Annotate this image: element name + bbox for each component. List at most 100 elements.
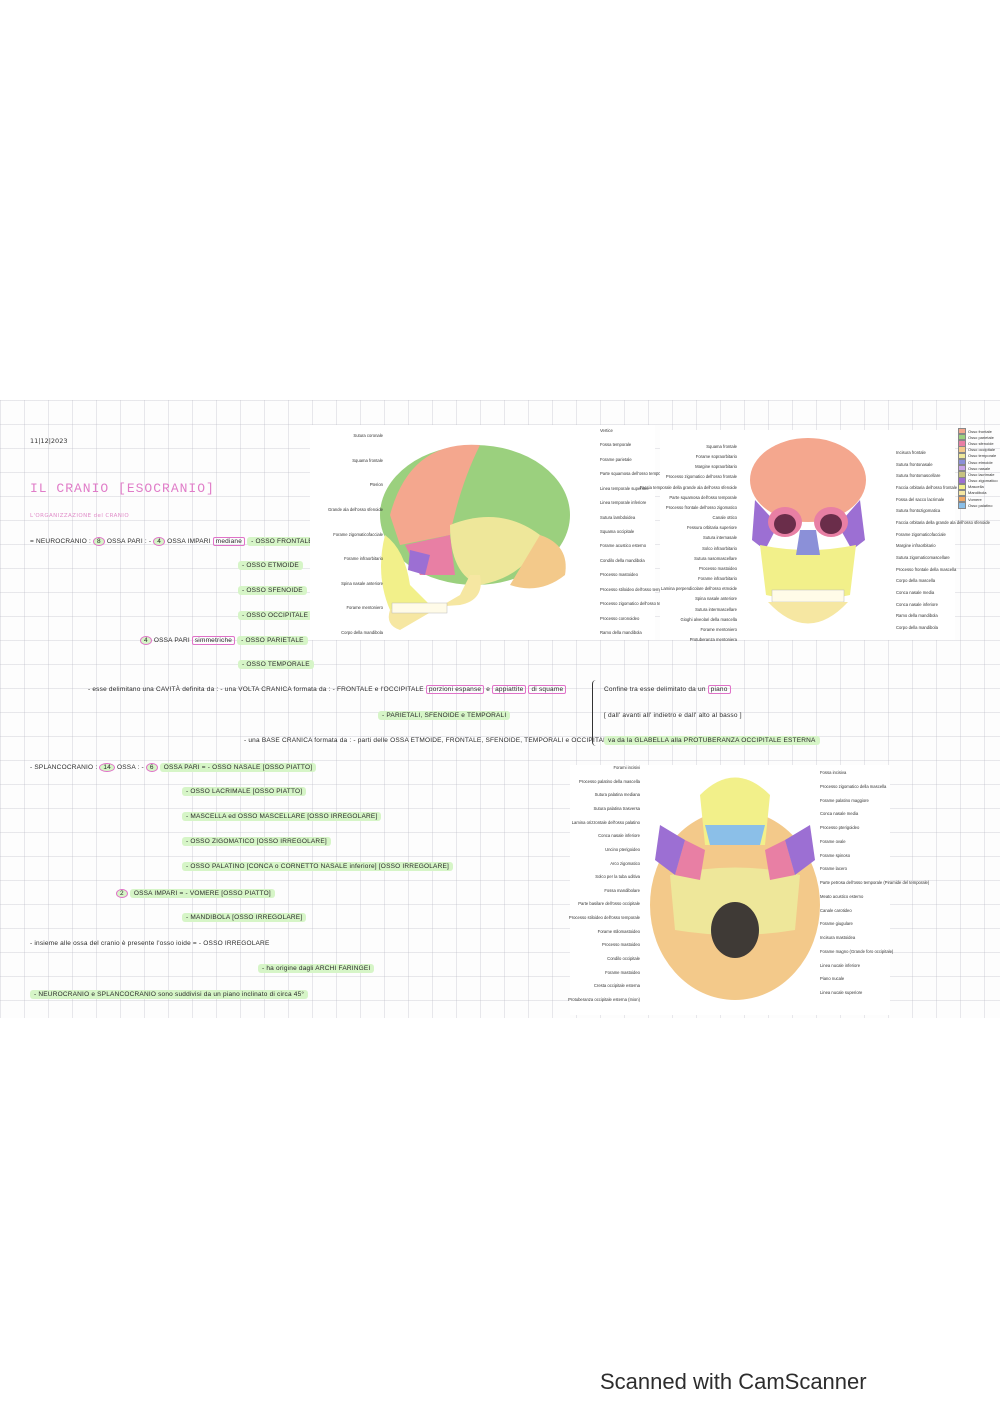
esse-text: - esse delimitano una CAVITÀ definita da… [88, 686, 424, 693]
figure-label: Protuberanza mentoniera [689, 637, 737, 642]
temporale: - OSSO TEMPORALE [238, 660, 314, 669]
sfenoide: - OSSO SFENOIDE [238, 586, 307, 595]
figure-label: Lamina perpendicolare dell'osso etmoide [661, 586, 737, 592]
figure-label: Processo frontale della mascella [896, 566, 957, 572]
parietali-line: - PARIETALI, SFENOIDE e TEMPORALI [378, 711, 511, 720]
legend-item: Mascella [958, 483, 998, 490]
legend-item: Vomere [958, 495, 998, 503]
neuro-prefix: = NEUROCRANIO : [30, 538, 91, 545]
figure-label: Forame giugulare [820, 921, 853, 927]
legend-swatch [958, 495, 966, 503]
figure-label: Condilo occipitale [607, 956, 640, 962]
impari-count: 4 [153, 537, 166, 546]
splanco-pari-count: 6 [145, 763, 158, 772]
figure-label: Forame mentoniero [346, 605, 383, 611]
figure-label: Fossa del sacco lacrimale [896, 496, 945, 502]
figure-label: Meato acustico esterno [820, 893, 864, 899]
brace [592, 680, 601, 746]
figure-label: Processo palatino della mascella [579, 778, 640, 784]
figure-label: Sutura internasale [703, 535, 737, 541]
figure-label: Piano nucale [820, 976, 845, 982]
porzioni: porzioni espanse [425, 685, 485, 694]
figure-label: Solco infraorbitario [702, 545, 737, 551]
legend-item: Osso zigomatico [958, 477, 998, 484]
figure-label: Sutura frontomascellare [896, 473, 941, 479]
figure-label: Fossa temporale [600, 442, 632, 448]
lateral-skull-image [380, 444, 570, 630]
etmoide: - OSSO ETMOIDE [238, 561, 303, 570]
figure-label: Sutura zigomaticomascellare [896, 555, 950, 560]
mediane: mediane [212, 537, 246, 546]
inferior-skull-image [650, 777, 820, 1000]
figure-label: Sutura palatina trasversa [593, 805, 640, 811]
figure-label: Spina nasale anteriore [341, 580, 383, 586]
figure-label: Processo stiloideo dell'osso temporale [568, 915, 640, 921]
figure-label: Corpo della mandibola [896, 625, 938, 630]
parietale: - OSSO PARIETALE [237, 636, 308, 645]
vomere: OSSA IMPARI = - VOMERE [OSSO PIATTO] [129, 889, 275, 898]
figure-label: Condilo della mandibola [600, 557, 645, 563]
splanco-prefix: - SPLANCOCRANIO : [30, 764, 98, 771]
legend-swatch [958, 427, 966, 435]
mandibola: - MANDIBOLA [OSSO IRREGOLARE] [182, 913, 307, 922]
frontale: - OSSO FRONTALE [247, 537, 317, 546]
figure-label: Ramo della mandibola [600, 630, 642, 635]
figure-label: Processo zigomatico dell'osso frontale [665, 474, 737, 480]
impari2-line: 2 OSSA IMPARI = - VOMERE [OSSO PIATTO] [116, 889, 275, 898]
pari-count: 4 [140, 636, 152, 645]
figure-label: Forame magno (Grande foro occipitale) [820, 948, 894, 954]
figure-label: Linea temporale superiore [600, 485, 649, 491]
figure-label: Incisura mastoidea [820, 935, 856, 940]
figure-label: Forame mastoideo [605, 969, 640, 975]
figure-label: Processo frontale dell'osso zigomatico [665, 504, 737, 510]
figure-label: Faccia orbitaria della grande ala dell'o… [896, 520, 990, 525]
figure-label: Vertice [600, 428, 613, 433]
impari-label: OSSA IMPARI [167, 538, 211, 545]
pari-line: 4 OSSA PARI simmetriche - OSSO PARIETALE [140, 636, 308, 645]
legend-item: Osso sfenoide [958, 440, 998, 447]
davanti-line: [ dall' avanti all' indietro e dall' alt… [604, 712, 742, 719]
frontal-skull-image [750, 438, 866, 624]
legend-label: Vomere [968, 496, 982, 502]
figure-label: Forame zigomaticofacciale [896, 531, 946, 537]
splanco-line: - SPLANCOCRANIO : 14 OSSA : - 6 OSSA PAR… [30, 763, 317, 772]
figure-label: Canale carotideo [820, 907, 852, 913]
figure-label: Spina nasale anteriore [695, 596, 737, 602]
figure-label: Forame infraorbitario [698, 576, 737, 582]
figure-label: Forami incisivi [613, 765, 640, 770]
neuro-pari-label: OSSA PARI : - [106, 538, 152, 545]
palatino: - OSSO PALATINO [CONCA o CORNETTO NASALE… [182, 862, 454, 871]
figure-label: Parte squamosa dell'osso temporale [600, 471, 668, 477]
figure-label: Corpo della mandibola [341, 630, 383, 635]
legend-item: Osso occipitale [958, 446, 998, 453]
lacrimale: - OSSO LACRIMALE [OSSO PIATTO] [182, 787, 307, 796]
legend-item: Osso nasale [958, 465, 998, 472]
splanco-ossa: OSSA : - [117, 764, 144, 771]
figure-label: Processo mastoideo [600, 572, 638, 578]
neuro-count: 8 [92, 537, 105, 546]
date: 11|12|2023 [30, 437, 68, 445]
figure-label: Fessura orbitaria superiore [686, 525, 737, 531]
confine-line: Confine tra esse delimitato da un piano [604, 685, 731, 694]
figure-label: Sutura frontonasale [896, 461, 933, 467]
figure-label: Ramo della mandibola [896, 613, 938, 619]
figure-label: Processo zigomatico della mascella [820, 783, 887, 789]
confine-text: Confine tra esse delimitato da un [604, 686, 706, 693]
figure-label: Sutura palatina mediana [594, 792, 640, 798]
camscanner-watermark: Scanned with CamScanner [600, 1369, 867, 1394]
splanco-count: 14 [99, 763, 115, 772]
legend-label: Osso lacrimale [968, 471, 995, 477]
archi-line: - ha origine dagli ARCHI FARINGEI [258, 964, 375, 973]
figure-label: Protuberanza occipitale esterna (Inion) [568, 997, 640, 1002]
figure-label: Conca nasale inferiore [598, 833, 640, 839]
esse-line: - esse delimitano una CAVITÀ definita da… [88, 685, 567, 694]
figure-label: Arco zigomatico [610, 860, 640, 866]
splanco-pari: OSSA PARI = - OSSO NASALE [OSSO PIATTO] [159, 763, 317, 772]
legend-label: Osso occipitale [968, 447, 996, 453]
legend-item: Osso palatino [958, 502, 998, 509]
legend-swatch [958, 483, 966, 490]
figure-label: Margine sopraorbitario [695, 464, 737, 470]
